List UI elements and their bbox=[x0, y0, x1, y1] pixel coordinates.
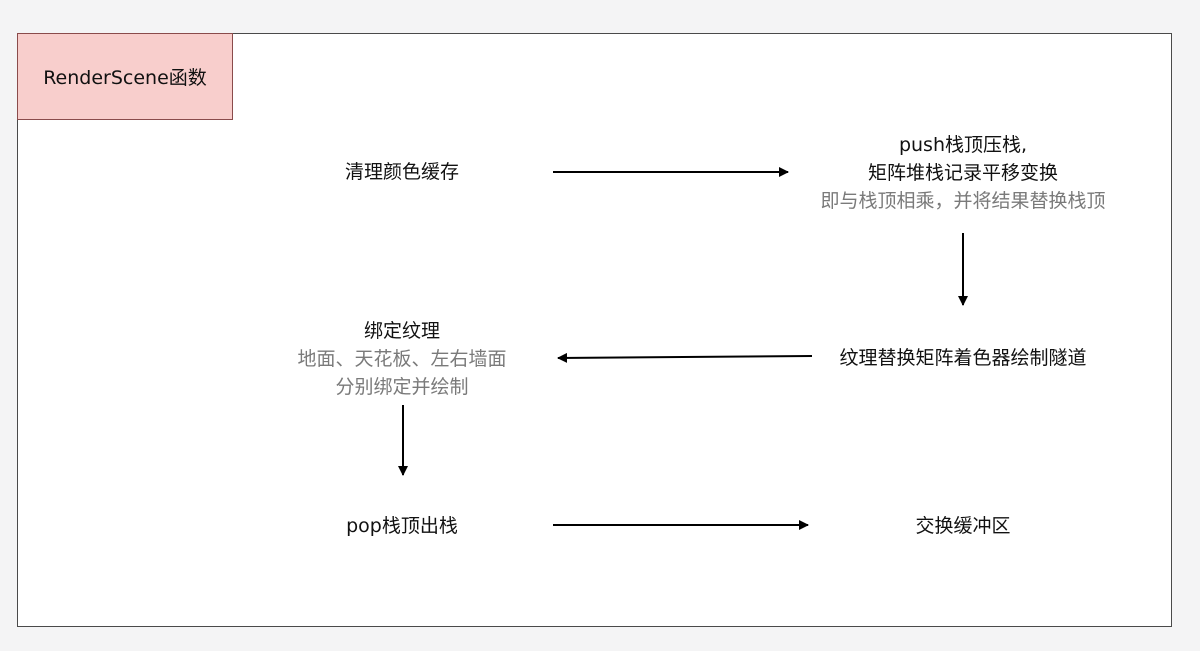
title-box: RenderScene函数 bbox=[17, 33, 233, 120]
node-bind-sub1: 地面、天花板、左右墙面 bbox=[297, 348, 507, 370]
node-push-line1: push栈顶压栈, bbox=[898, 134, 1028, 156]
node-swap-buffers: 交换缓冲区 bbox=[863, 512, 1063, 540]
node-bind-line1: 绑定纹理 bbox=[363, 320, 440, 342]
node-pop-label: pop栈顶出栈 bbox=[346, 515, 458, 537]
node-push-line2: 矩阵堆栈记录平移变换 bbox=[867, 162, 1058, 184]
node-clear-label: 清理颜色缓存 bbox=[344, 161, 459, 183]
node-shader-draw: 纹理替换矩阵着色器绘制隧道 bbox=[813, 344, 1113, 372]
node-push-sub: 即与栈顶相乘，并将结果替换栈顶 bbox=[820, 190, 1106, 212]
edge-shader-to-bind bbox=[557, 352, 813, 363]
node-shader-label: 纹理替换矩阵着色器绘制隧道 bbox=[839, 347, 1087, 369]
node-clear-color-buffer: 清理颜色缓存 bbox=[302, 158, 502, 186]
diagram-frame bbox=[17, 33, 1172, 627]
title-label: RenderScene函数 bbox=[43, 67, 207, 89]
node-swap-label: 交换缓冲区 bbox=[915, 515, 1011, 537]
node-bind-sub2: 分别绑定并绘制 bbox=[335, 376, 469, 398]
node-push-matrix: push栈顶压栈, 矩阵堆栈记录平移变换 即与栈顶相乘，并将结果替换栈顶 bbox=[783, 131, 1143, 215]
node-bind-texture: 绑定纹理 地面、天花板、左右墙面 分别绑定并绘制 bbox=[262, 317, 542, 401]
node-pop-matrix: pop栈顶出栈 bbox=[302, 512, 502, 540]
